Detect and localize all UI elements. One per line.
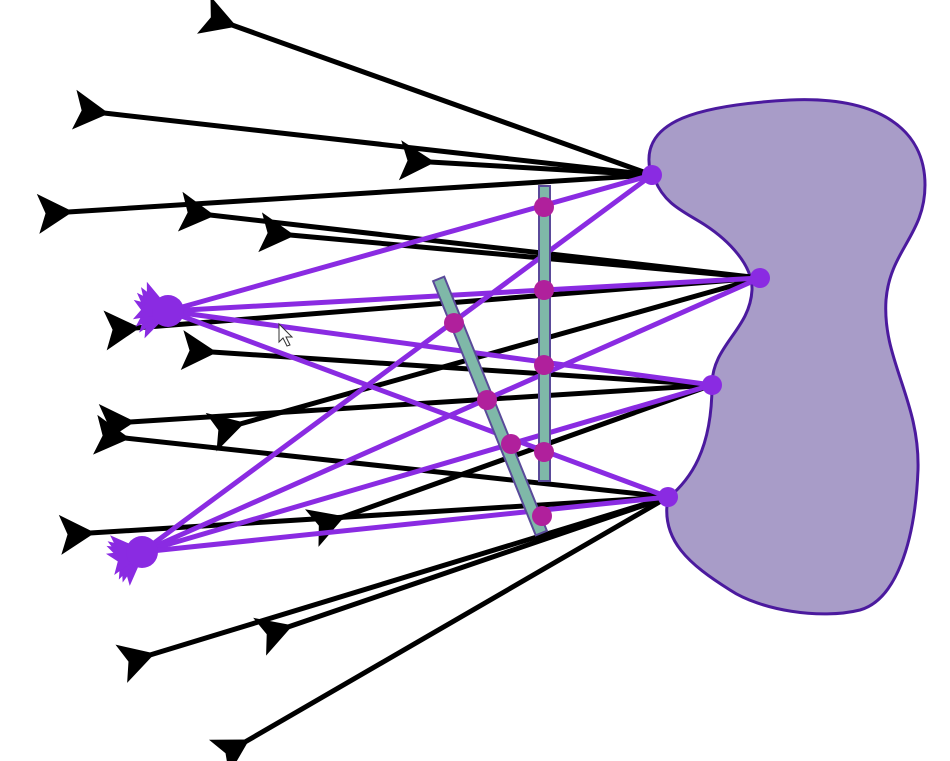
black-ray-14 bbox=[115, 494, 669, 683]
intersection-point-3 bbox=[444, 313, 464, 333]
black-ray-3 bbox=[36, 172, 653, 234]
black-ray-11 bbox=[305, 382, 713, 547]
intersection-point-1 bbox=[534, 197, 554, 217]
black-ray-2 bbox=[71, 89, 653, 178]
black-ray-13 bbox=[58, 494, 669, 555]
intersection-point-group bbox=[444, 197, 554, 526]
focus-point-upper bbox=[152, 295, 184, 327]
intersection-point-6 bbox=[501, 434, 521, 454]
purple-ray-2 bbox=[105, 172, 654, 586]
sensor-bar-vertical bbox=[538, 185, 551, 482]
intersection-point-7 bbox=[534, 442, 554, 462]
source-point-1 bbox=[642, 165, 662, 185]
source-point-4 bbox=[658, 487, 678, 507]
black-ray-6 bbox=[258, 212, 761, 281]
source-point-2 bbox=[750, 268, 770, 288]
black-ray-group bbox=[36, 0, 761, 761]
purple-ray-1 bbox=[133, 172, 653, 339]
black-ray-12 bbox=[93, 414, 669, 500]
purple-ray-7 bbox=[132, 281, 669, 500]
purple-ray-3 bbox=[136, 275, 761, 333]
focus-point-lower bbox=[126, 536, 158, 568]
intersection-point-2 bbox=[534, 280, 554, 300]
mouse-cursor-icon bbox=[278, 322, 294, 347]
object-blob bbox=[647, 98, 927, 616]
purple-ray-group bbox=[105, 172, 762, 586]
intersection-point-5 bbox=[477, 390, 497, 410]
purple-ray-6 bbox=[107, 382, 713, 580]
black-ray-1 bbox=[197, 0, 653, 178]
purple-ray-5 bbox=[135, 287, 713, 388]
black-ray-16 bbox=[253, 494, 669, 656]
intersection-point-4 bbox=[534, 355, 554, 375]
purple-ray-8 bbox=[110, 494, 669, 576]
black-ray-7 bbox=[205, 275, 761, 452]
intersection-point-8 bbox=[532, 506, 552, 526]
source-point-group bbox=[642, 165, 770, 507]
black-ray-15 bbox=[209, 494, 670, 761]
black-ray-4 bbox=[398, 140, 653, 181]
source-point-3 bbox=[702, 375, 722, 395]
